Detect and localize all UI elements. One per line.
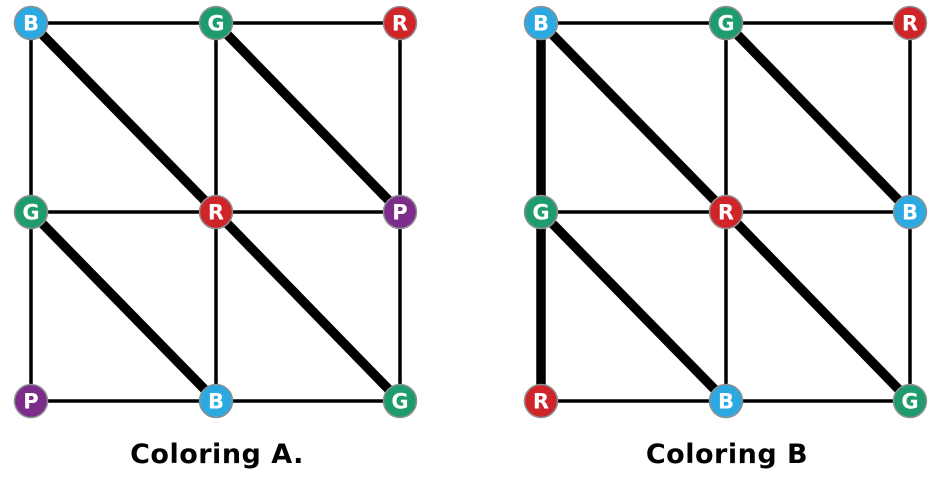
graph-node-g-r2c2 [382,383,418,419]
graph-node-g-r0c1 [708,5,744,41]
graph-node-r-r0c2 [892,5,928,41]
graph-edge-thick [24,16,223,219]
graph-node-g-r1c0 [523,194,559,230]
graph-b-caption: Coloring B [645,439,809,470]
graph-node-b-r2c1 [198,383,234,419]
graph-edge-thick [534,16,733,219]
graph-edge-thick [719,16,917,219]
graph-a-caption: Coloring A. [130,439,304,470]
graph-node-g-r0c1 [198,5,234,41]
graph-node-r-r1c1 [708,194,744,230]
graph-node-p-r1c2 [382,194,418,230]
graph-node-b-r2c1 [708,383,744,419]
graph-edge-thick [719,205,917,408]
graph-node-b-r0c0 [13,5,49,41]
graph-node-g-r1c0 [13,194,49,230]
graph-node-r-r2c0 [523,383,559,419]
graph-edge-thick [24,205,223,408]
graph-edge-thick [209,205,407,408]
graph-node-r-r0c2 [382,5,418,41]
graph-edge-thick [209,16,407,219]
graph-edge-thick [534,205,733,408]
graph-node-b-r1c2 [892,194,928,230]
graph-node-g-r2c2 [892,383,928,419]
graph-node-b-r0c0 [523,5,559,41]
graph-node-r-r1c1 [198,194,234,230]
graph-node-p-r2c0 [13,383,49,419]
